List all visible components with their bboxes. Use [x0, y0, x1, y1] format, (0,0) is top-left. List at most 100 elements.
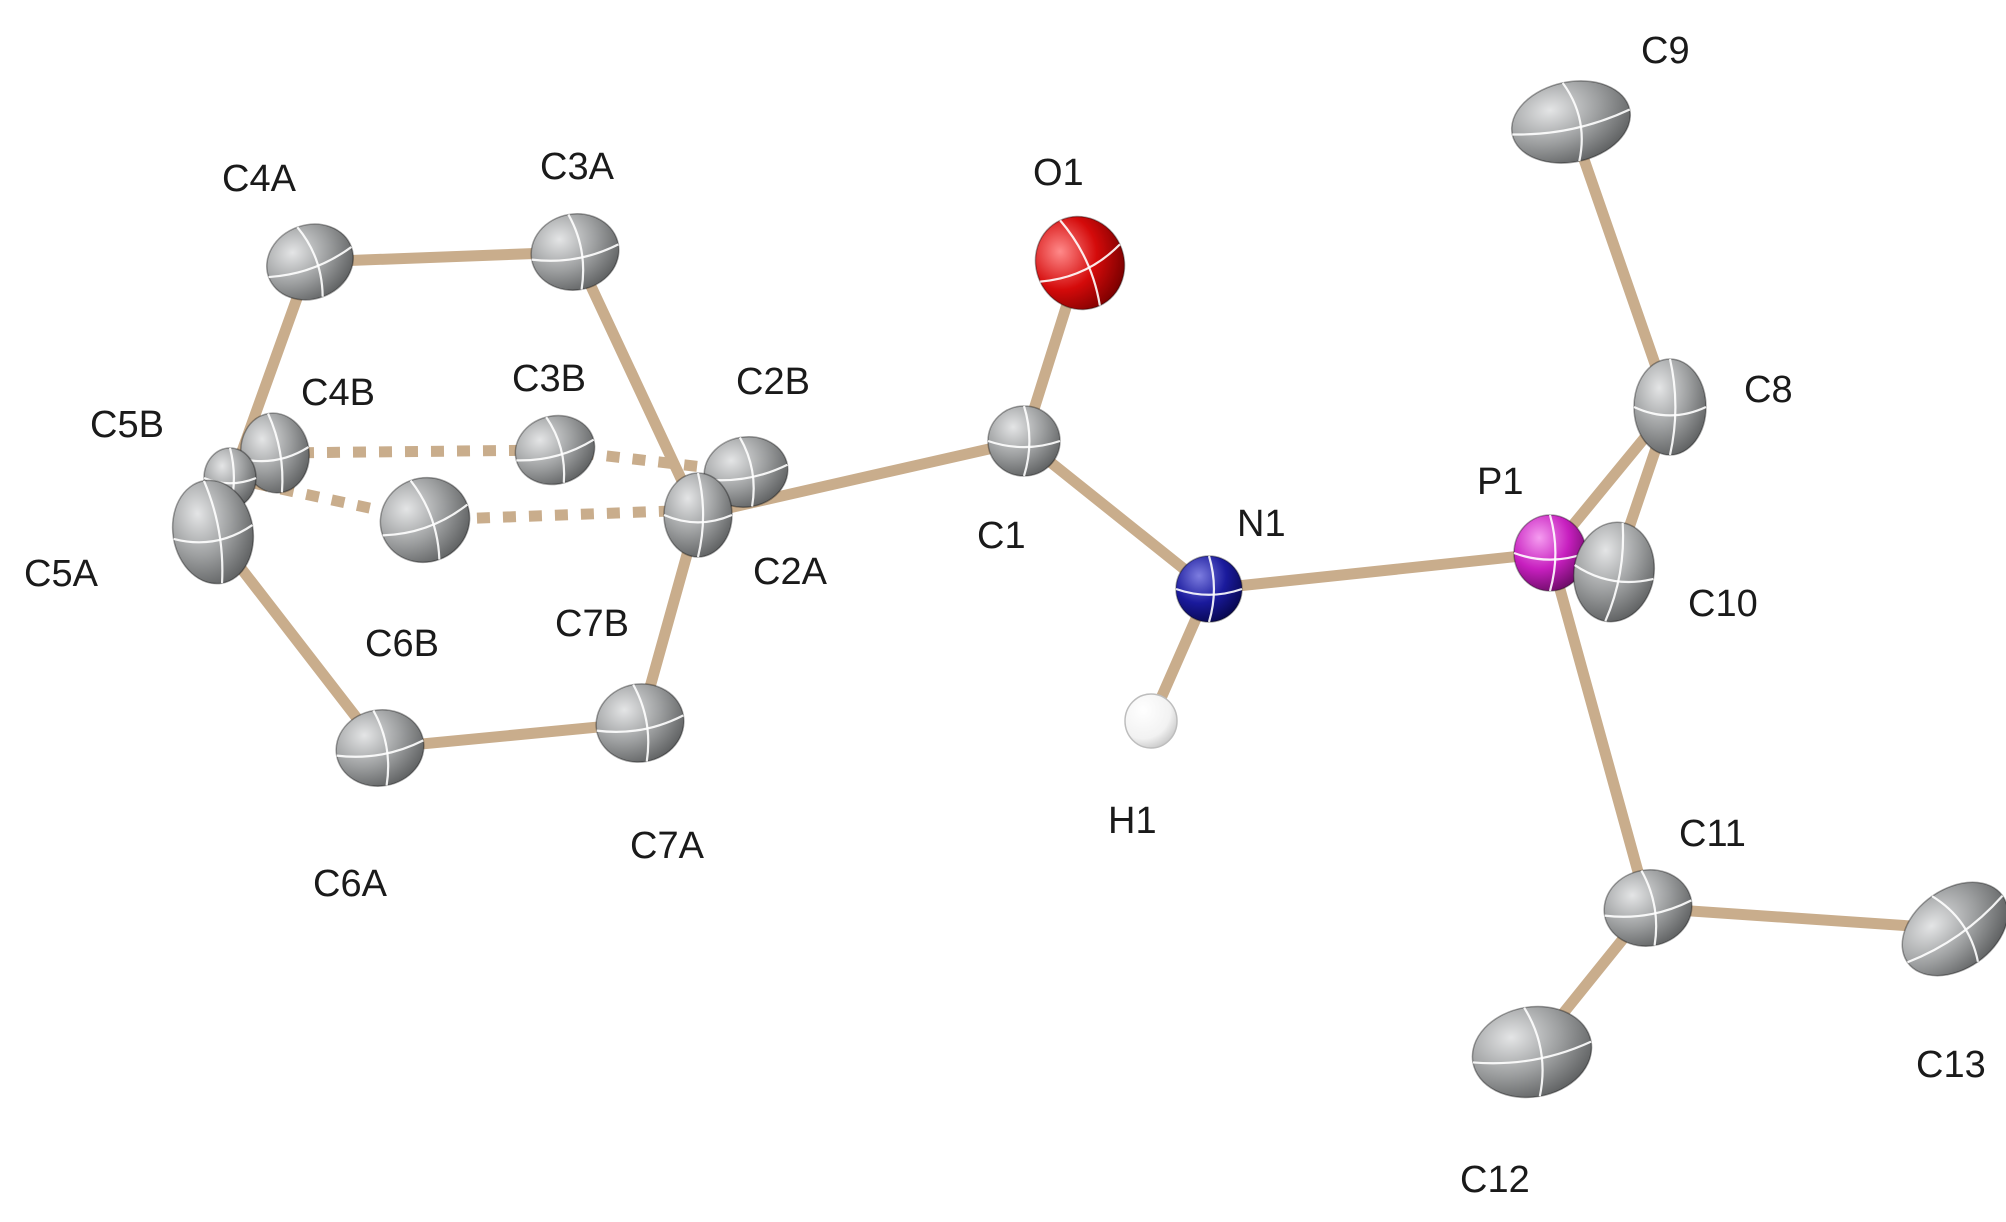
atom-c6b [379, 476, 471, 564]
atom-label-c11: C11 [1679, 813, 1746, 855]
ellipsoid-axis-line [382, 503, 468, 537]
ellipsoid-axis-line [1059, 219, 1101, 306]
atom-label-c6a: C6A [313, 863, 388, 905]
atom-label-c7a: C7A [630, 825, 705, 867]
atom-label-c2a: C2A [753, 551, 828, 593]
ellipsoid-axis-line [1640, 870, 1658, 946]
atom-ellipsoid-c3a [530, 213, 620, 291]
atom-c8 [1633, 358, 1707, 456]
atom-label-c6b: C6B [365, 623, 439, 665]
ellipsoid-axis-line [1040, 243, 1121, 283]
atom-ellipsoid-n1 [1175, 555, 1243, 623]
atom-ellipsoid-h1 [1124, 693, 1178, 749]
ellipsoid-axis-line [1561, 82, 1583, 162]
atom-label-c2b: C2B [736, 361, 810, 403]
atom-c3b [514, 414, 596, 486]
ellipsoid-axis-line [1207, 555, 1215, 623]
atom-ellipsoid-c8 [1633, 358, 1707, 456]
atom-ellipsoid-c6a [335, 709, 425, 787]
ellipsoid-axis-line [696, 472, 705, 558]
ellipsoid-axis-line [296, 226, 324, 297]
ellipsoid-axis-line [1931, 895, 1980, 962]
bond-c1-n1 [1018, 435, 1215, 595]
ellipsoid-axis-line [596, 714, 684, 733]
atom-c5a [171, 479, 255, 585]
atom-ellipsoid-c2a [663, 472, 733, 558]
atom-label-c12: C12 [1460, 1159, 1530, 1201]
atom-label-c5a: C5A [24, 553, 99, 595]
ellipsoid-axis-line [1472, 1040, 1592, 1065]
atom-label-c4b: C4B [301, 372, 375, 414]
ellipsoid-axis-line [267, 413, 284, 493]
atom-label-c9: C9 [1641, 30, 1690, 72]
atom-label-c10: C10 [1688, 583, 1758, 625]
atom-c9 [1510, 80, 1632, 164]
bond-n1-p1 [1203, 547, 1556, 595]
ellipsoid-axis-line [268, 246, 352, 279]
ellipsoid-axis-line [202, 480, 224, 584]
atom-label-c3a: C3A [540, 146, 615, 188]
atom-ellipsoid-c12 [1471, 1005, 1593, 1099]
atom-label-c8: C8 [1744, 369, 1793, 411]
ellipsoid-axis-line [987, 439, 1061, 449]
ellipsoid-axis-line [1175, 587, 1243, 596]
atom-ellipsoid-c3b [514, 414, 596, 486]
atom-label-p1: P1 [1477, 461, 1523, 503]
atom-c2a [663, 472, 733, 558]
ellipsoid-axis-line [409, 479, 441, 560]
ellipsoid-axis-line [1604, 522, 1625, 622]
ellipsoid-axis-line [1512, 108, 1631, 136]
ellipsoid-axis-line [531, 243, 619, 262]
atom-label-c3b: C3B [512, 358, 586, 400]
bond-c4b-c3b [274, 444, 556, 459]
atom-ellipsoid-c9 [1510, 80, 1632, 164]
ellipsoid-axis-line [372, 710, 390, 786]
atom-c12 [1471, 1005, 1593, 1099]
bond-c3a-c4a [304, 246, 581, 268]
ellipsoid-axis-line [1668, 358, 1677, 456]
atom-label-h1: H1 [1108, 800, 1157, 842]
bond-c2a-c3a [569, 246, 704, 521]
ellipsoid-axis-line [1548, 514, 1557, 592]
bond-c8-c9 [1565, 116, 1676, 413]
atom-ellipsoid-c11 [1603, 869, 1693, 947]
ellipsoid-axis-line [1604, 899, 1692, 918]
atom-ellipsoid-c4a [266, 223, 354, 301]
bond-p1-c11 [1544, 547, 1654, 914]
atom-ellipsoid-o1 [1034, 215, 1126, 311]
ellipsoid-axis-line [663, 513, 733, 524]
atom-c2b [703, 436, 789, 508]
ellipsoid-axis-line [567, 214, 585, 290]
atom-o1 [1034, 215, 1126, 311]
atoms-layer [171, 80, 2006, 1099]
atom-c4a [266, 223, 354, 301]
ellipsoid-axis-line [545, 416, 566, 483]
ellipsoid-axis-line [1022, 405, 1031, 477]
atom-label-c1: C1 [977, 515, 1026, 557]
atom-label-o1: O1 [1033, 152, 1084, 194]
ellipsoid-axis-line [632, 684, 650, 762]
atom-c1 [987, 405, 1061, 477]
atom-ellipsoid-c6b [379, 476, 471, 564]
ellipsoid-axis-line [516, 438, 595, 462]
ellipsoid-axis-line [1907, 895, 2004, 964]
ellipsoid-axis-line [738, 436, 755, 507]
atom-h1 [1124, 693, 1178, 749]
ellipsoid-axis-line [1523, 1007, 1544, 1097]
atom-c7a [595, 683, 685, 763]
atom-ellipsoid-c7a [595, 683, 685, 763]
ellipsoid-axis-line [1573, 564, 1654, 584]
bond-c11-c13 [1642, 902, 1961, 935]
atom-label-c13: C13 [1916, 1044, 1986, 1086]
atom-label-c4a: C4A [222, 158, 297, 200]
atom-n1 [1175, 555, 1243, 623]
atom-c13 [1901, 881, 2006, 977]
atom-label-c5b: C5B [90, 404, 164, 446]
atom-c3a [530, 213, 620, 291]
atom-ellipsoid-c10 [1572, 521, 1656, 623]
ellipsoid-axis-line [173, 524, 254, 544]
atom-ellipsoid-c1 [987, 405, 1061, 477]
atom-label-c7b: C7B [555, 603, 629, 645]
ellipsoid-axis-line [203, 476, 257, 485]
